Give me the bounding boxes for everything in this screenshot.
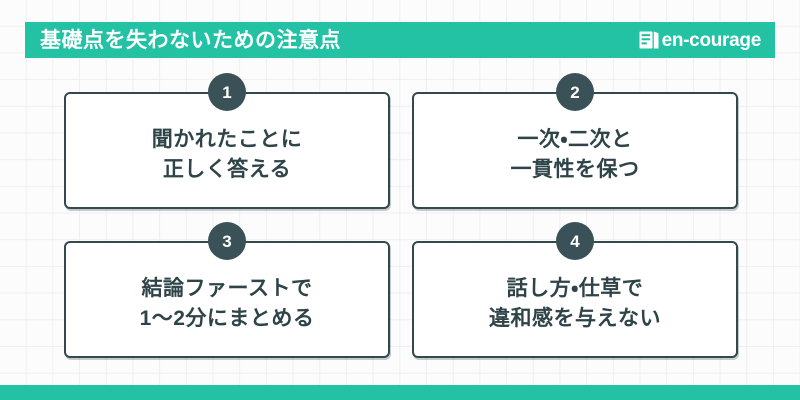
card-slot-1: 聞かれたことに 正しく答える 1 [64,73,390,209]
page-title: 基礎点を失わないための注意点 [40,28,341,52]
tip-card-3-text: 結論ファーストで 1〜2分にまとめる [139,276,315,330]
tip-card-3-number-badge: 3 [208,222,246,260]
tip-card-1-text: 聞かれたことに 正しく答える [151,127,303,181]
tip-card-2-text: 一次・二次と 一貫性を保つ [510,127,640,181]
brand-logo: en-courage [639,31,761,50]
brand-name: en-courage [661,29,762,51]
tip-card-4: 話し方・仕草で 違和感を与えない [412,241,738,358]
book-icon [639,31,659,49]
tip-card-1: 聞かれたことに 正しく答える [64,92,390,209]
card-slot-2: 一次・二次と 一貫性を保つ 2 [412,73,738,209]
tip-card-2-number-badge: 2 [556,73,594,111]
tip-card-4-number-badge: 4 [556,222,594,260]
cards-grid: 聞かれたことに 正しく答える 1 一次・二次と 一貫性を保つ 2 結論ファースト… [64,73,738,358]
card-slot-3: 結論ファーストで 1〜2分にまとめる 3 [64,222,390,358]
card-slot-4: 話し方・仕草で 違和感を与えない 4 [412,222,738,358]
tip-card-3: 結論ファーストで 1〜2分にまとめる [64,241,390,358]
tip-card-4-text: 話し方・仕草で 違和感を与えない [489,276,661,330]
footer-accent-bar [0,385,800,400]
header-bar: 基礎点を失わないための注意点 en-courage [25,22,775,58]
tip-card-1-number-badge: 1 [208,73,246,111]
